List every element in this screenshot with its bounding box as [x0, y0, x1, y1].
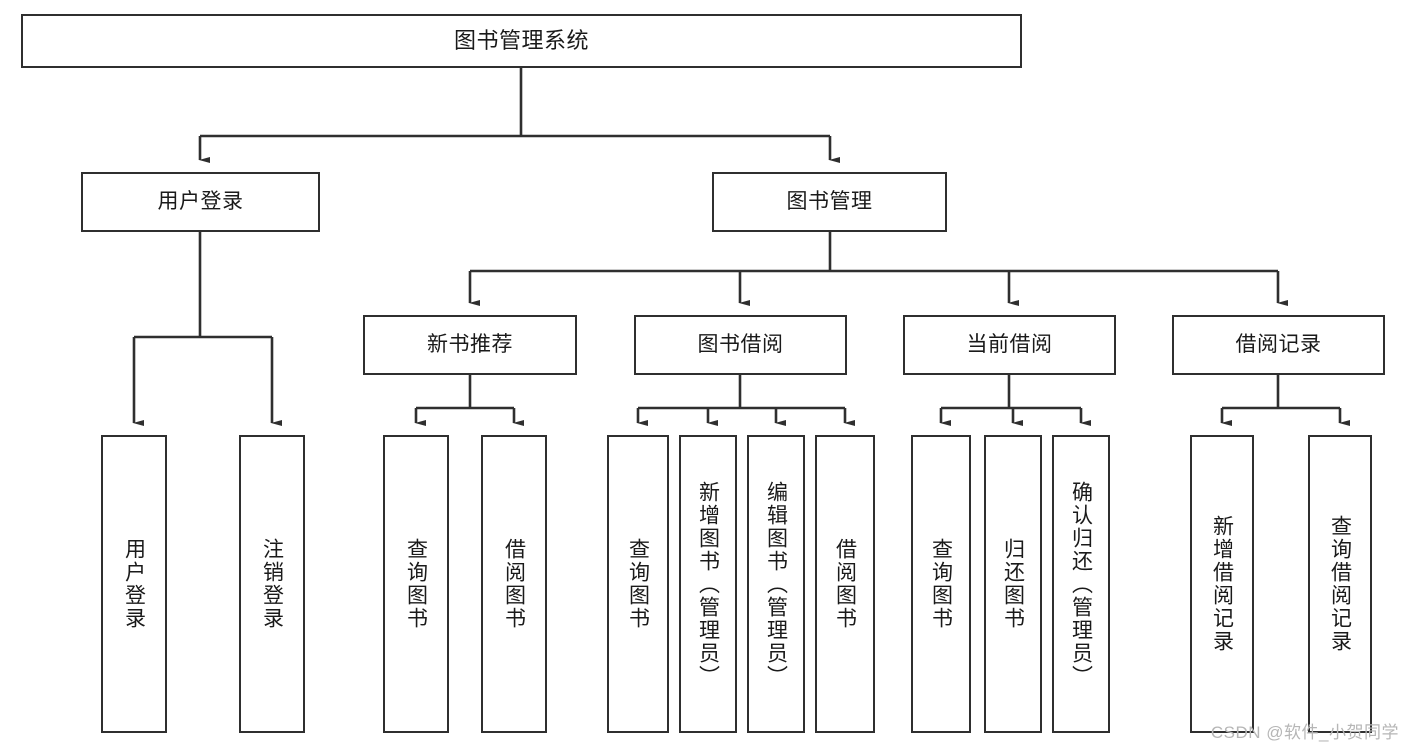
node-new-book-recommend[interactable]: 新书推荐 [363, 315, 577, 375]
node-leaf-user-login-label: 用户登录 [122, 538, 146, 630]
node-leaf-user-login[interactable]: 用户登录 [101, 435, 167, 733]
node-leaf-return-book[interactable]: 归还图书 [984, 435, 1042, 733]
node-user-login-label: 用户登录 [157, 190, 244, 214]
node-leaf-return-book-label: 归还图书 [1001, 538, 1025, 630]
node-borrow-record-label: 借阅记录 [1235, 333, 1322, 357]
node-new-book-recommend-label: 新书推荐 [427, 333, 513, 357]
node-leaf-confirm-return-label: 确认归还（管理员） [1069, 480, 1093, 688]
node-book-manage[interactable]: 图书管理 [712, 172, 947, 232]
node-current-borrow[interactable]: 当前借阅 [903, 315, 1116, 375]
node-root-label: 图书管理系统 [453, 27, 589, 53]
node-current-borrow-label: 当前借阅 [966, 333, 1053, 357]
node-leaf-query-record[interactable]: 查询借阅记录 [1308, 435, 1372, 733]
node-leaf-borrow-book-2-label: 借阅图书 [833, 538, 857, 630]
node-leaf-edit-book-label: 编辑图书（管理员） [764, 480, 788, 688]
node-leaf-edit-book[interactable]: 编辑图书（管理员） [747, 435, 805, 733]
node-user-login[interactable]: 用户登录 [81, 172, 320, 232]
node-leaf-user-logout[interactable]: 注销登录 [239, 435, 305, 733]
node-leaf-add-record-label: 新增借阅记录 [1210, 515, 1234, 653]
node-leaf-user-logout-label: 注销登录 [260, 538, 284, 630]
node-leaf-query-book-3-label: 查询图书 [929, 538, 953, 630]
node-leaf-query-book-1-label: 查询图书 [404, 538, 428, 630]
node-book-manage-label: 图书管理 [786, 190, 873, 214]
node-book-borrow[interactable]: 图书借阅 [634, 315, 847, 375]
node-leaf-query-record-label: 查询借阅记录 [1328, 515, 1352, 653]
node-leaf-borrow-book-1-label: 借阅图书 [502, 538, 526, 630]
node-leaf-query-book-2[interactable]: 查询图书 [607, 435, 669, 733]
watermark: CSDN @软件_小贺同学 [1210, 723, 1399, 742]
node-leaf-borrow-book-2[interactable]: 借阅图书 [815, 435, 875, 733]
node-leaf-borrow-book-1[interactable]: 借阅图书 [481, 435, 547, 733]
node-root[interactable]: 图书管理系统 [21, 14, 1022, 68]
node-leaf-add-book[interactable]: 新增图书（管理员） [679, 435, 737, 733]
node-borrow-record[interactable]: 借阅记录 [1172, 315, 1385, 375]
node-book-borrow-label: 图书借阅 [697, 333, 784, 357]
node-leaf-query-book-3[interactable]: 查询图书 [911, 435, 971, 733]
node-leaf-query-book-2-label: 查询图书 [626, 538, 650, 630]
node-leaf-add-book-label: 新增图书（管理员） [696, 480, 720, 688]
node-leaf-add-record[interactable]: 新增借阅记录 [1190, 435, 1254, 733]
node-leaf-confirm-return[interactable]: 确认归还（管理员） [1052, 435, 1110, 733]
node-leaf-query-book-1[interactable]: 查询图书 [383, 435, 449, 733]
